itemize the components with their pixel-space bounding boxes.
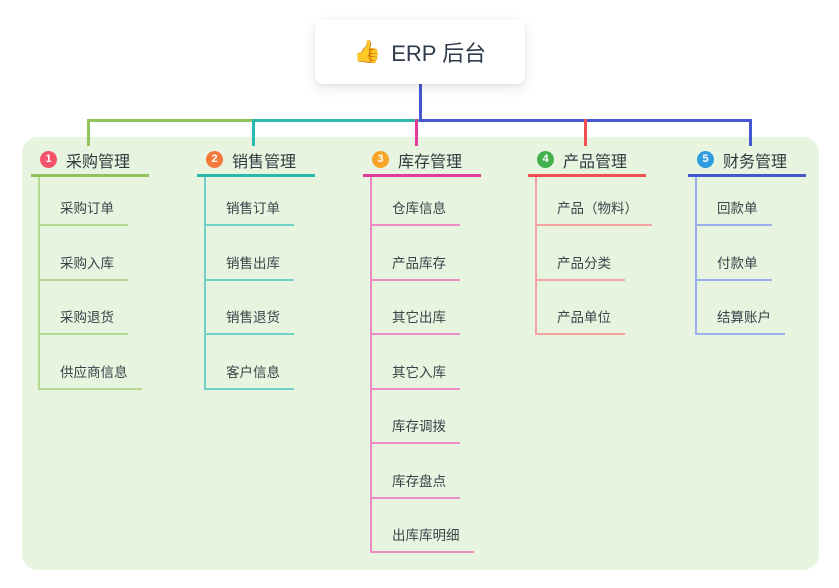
branch-drop-line — [87, 119, 90, 146]
child-node: 产品（物料） — [537, 177, 652, 226]
branch-label: 产品管理 — [563, 153, 628, 171]
branch-children: 采购订单采购入库采购退货供应商信息 — [38, 177, 149, 390]
child-node: 产品库存 — [372, 226, 481, 281]
child-node: 采购入库 — [40, 226, 149, 281]
child-node: 库存盘点 — [372, 444, 481, 499]
branch-children: 产品（物料） 产品分类产品单位 — [535, 177, 652, 335]
branch-children: 销售订单销售出库销售退货客户信息 — [204, 177, 315, 390]
child-node: 仓库信息 — [372, 177, 481, 226]
branch-drop-line — [584, 119, 587, 146]
child-node: 付款单 — [697, 226, 806, 281]
child-node: 销售出库 — [206, 226, 315, 281]
branch-children: 仓库信息产品库存其它出库其它入库库存调拨库存盘点出库库明细 — [370, 177, 481, 553]
bus-segment-left — [87, 119, 255, 122]
child-node: 结算账户 — [697, 281, 806, 335]
child-node-label[interactable]: 产品（物料） — [537, 197, 652, 226]
branch-number-badge-icon: 1 — [40, 151, 57, 168]
branch-2: 2 销售管理 销售订单销售出库销售退货客户信息 — [197, 145, 315, 390]
root-connector-line — [419, 84, 422, 122]
child-node-label[interactable]: 销售订单 — [206, 197, 294, 226]
child-node-label[interactable]: 付款单 — [697, 252, 772, 281]
child-node: 采购订单 — [40, 177, 149, 226]
branch-4: 4 产品管理 产品（物料） 产品分类产品单位 — [528, 145, 652, 335]
child-node-label[interactable]: 产品分类 — [537, 252, 625, 281]
child-node-label[interactable]: 其它入库 — [372, 361, 460, 390]
thumbs-up-icon: 👍 — [353, 39, 382, 64]
branch-number-badge-icon: 3 — [372, 151, 389, 168]
child-node-label[interactable]: 客户信息 — [206, 361, 294, 390]
branch-drop-line — [749, 119, 752, 146]
child-node-label[interactable]: 供应商信息 — [40, 361, 142, 390]
child-node-label[interactable]: 采购退货 — [40, 306, 128, 335]
child-node-label[interactable]: 销售出库 — [206, 252, 294, 281]
child-node-label[interactable]: 仓库信息 — [372, 197, 460, 226]
child-node-label[interactable]: 产品单位 — [537, 306, 625, 335]
branch-children: 回款单付款单结算账户 — [695, 177, 806, 335]
branch-label: 采购管理 — [66, 153, 131, 171]
branch-3: 3 库存管理 仓库信息产品库存其它出库其它入库库存调拨库存盘点出库库明细 — [363, 145, 481, 553]
child-node: 产品单位 — [537, 281, 652, 335]
child-node-label[interactable]: 其它出库 — [372, 306, 460, 335]
child-node: 其它入库 — [372, 335, 481, 390]
branch-header-node[interactable]: 5 财务管理 — [688, 145, 806, 177]
child-node-label[interactable]: 出库库明细 — [372, 524, 474, 553]
root-node-title: ERP 后台 — [391, 41, 487, 66]
child-node: 供应商信息 — [40, 335, 149, 390]
child-node-label[interactable]: 采购订单 — [40, 197, 128, 226]
child-node: 出库库明细 — [372, 499, 481, 553]
child-node-label[interactable]: 库存调拨 — [372, 415, 460, 444]
child-node: 回款单 — [697, 177, 806, 226]
branch-header-node[interactable]: 3 库存管理 — [363, 145, 481, 177]
branch-number-badge-icon: 5 — [697, 151, 714, 168]
branch-drop-line — [252, 119, 255, 146]
branch-number-badge-icon: 2 — [206, 151, 223, 168]
child-node-label[interactable]: 销售退货 — [206, 306, 294, 335]
branch-label: 财务管理 — [723, 153, 788, 171]
child-node-label[interactable]: 产品库存 — [372, 252, 460, 281]
child-node: 产品分类 — [537, 226, 652, 281]
child-node-label[interactable]: 库存盘点 — [372, 470, 460, 499]
child-node: 其它出库 — [372, 281, 481, 335]
branch-drop-line — [415, 119, 418, 146]
child-node: 库存调拨 — [372, 390, 481, 444]
branch-header-node[interactable]: 4 产品管理 — [528, 145, 646, 177]
branch-header-node[interactable]: 2 销售管理 — [197, 145, 315, 177]
child-node-label[interactable]: 结算账户 — [697, 306, 785, 335]
branch-label: 库存管理 — [398, 153, 463, 171]
branch-number-badge-icon: 4 — [537, 151, 554, 168]
child-node: 销售退货 — [206, 281, 315, 335]
child-node: 销售订单 — [206, 177, 315, 226]
branch-5: 5 财务管理 回款单付款单结算账户 — [688, 145, 806, 335]
child-node: 采购退货 — [40, 281, 149, 335]
branch-1: 1 采购管理 采购订单采购入库采购退货供应商信息 — [31, 145, 149, 390]
bus-segment-mid — [252, 119, 419, 122]
root-node-erp[interactable]: 👍 ERP 后台 — [315, 20, 525, 84]
branch-label: 销售管理 — [232, 153, 297, 171]
child-node: 客户信息 — [206, 335, 315, 390]
branch-header-node[interactable]: 1 采购管理 — [31, 145, 149, 177]
child-node-label[interactable]: 回款单 — [697, 197, 772, 226]
child-node-label[interactable]: 采购入库 — [40, 252, 128, 281]
